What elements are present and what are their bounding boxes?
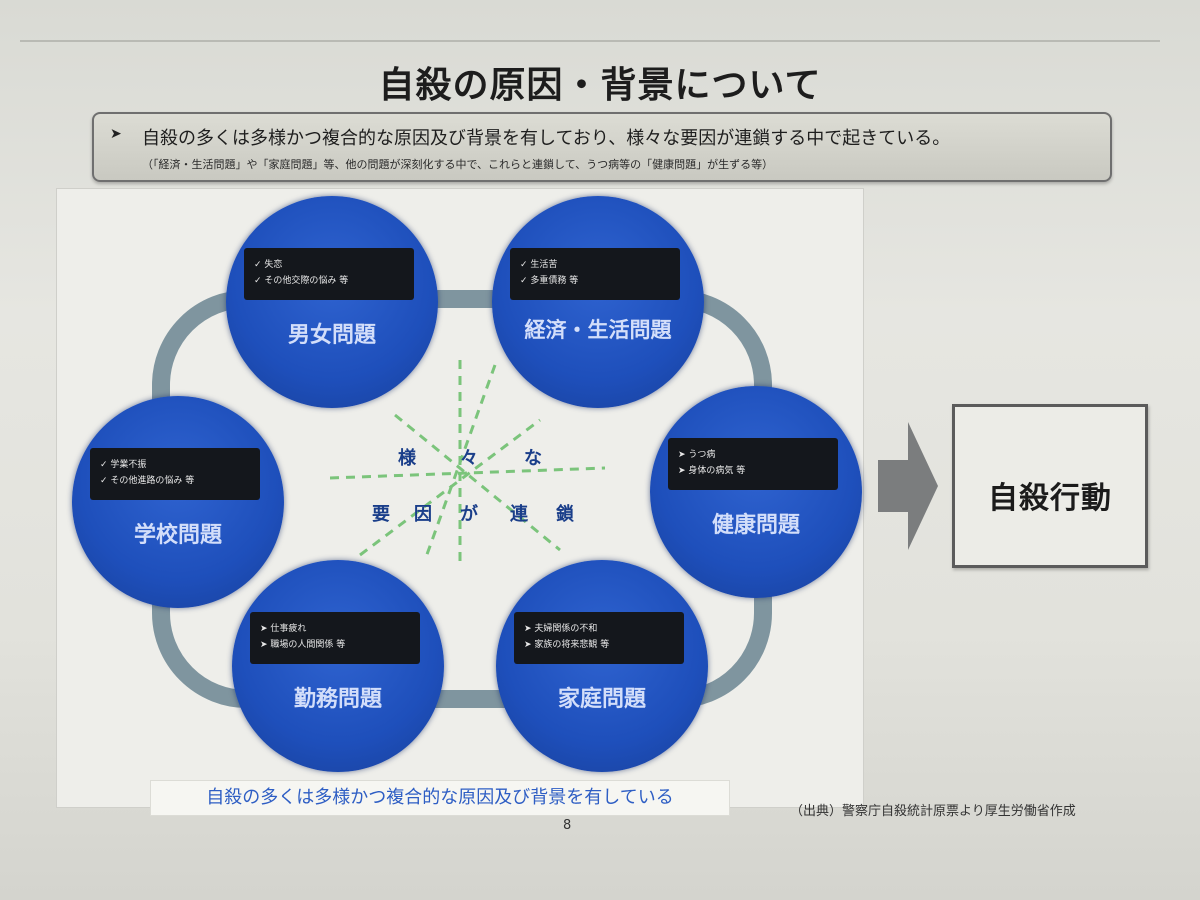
factor-example-item: ➤ 家族の将来悲観 等 [524,640,610,650]
result-box: 自殺行動 [952,404,1148,568]
summary-box: ➤ 自殺の多くは多様かつ複合的な原因及び背景を有しており、様々な要因が連鎖する中… [92,112,1112,182]
source-note: （出典）警察庁自殺統計原票より厚生労働省作成 [790,804,1076,819]
factor-label: 家庭問題 [557,687,646,712]
factor-example-item: ➤ 仕事疲れ [260,624,307,634]
hub-char: 々 [460,448,478,469]
factor-examples: ➤ 夫婦関係の不和 ➤ 家族の将来悲観 等 [514,612,684,664]
factor-example-item: ✓ 学業不振 [100,460,147,470]
summary-sub-text: （「経済・生活問題」や「家庭問題」等、他の問題が深刻化する中で、これらと連鎖して… [142,158,774,171]
bullet-arrow-icon: ➤ [110,126,122,142]
hub-char: 連 [510,504,528,525]
page-number: 8 [563,818,572,833]
hub-char: 様 [398,448,416,469]
factor-example-item: ➤ 夫婦関係の不和 [524,624,598,634]
hub-char: が [460,504,478,525]
factor-example-item: ➤ うつ病 [678,450,716,460]
hub-char: 要 [372,504,390,525]
factor-examples: ✓ 学業不振 ✓ その他進路の悩み 等 [90,448,260,500]
right-arrow-icon [878,422,938,550]
factor-circle-economy: ✓ 生活苦 ✓ 多重債務 等 経済・生活問題 [492,196,704,408]
hub-char: 因 [414,504,432,525]
factor-label: 健康問題 [711,513,800,538]
factor-example-item: ➤ 職場の人間関係 等 [260,640,346,650]
factor-example-item: ✓ その他進路の悩み 等 [100,476,195,486]
factor-examples: ✓ 失恋 ✓ その他交際の悩み 等 [244,248,414,300]
factor-label: 男女問題 [287,323,376,348]
factor-circle-health: ➤ うつ病 ➤ 身体の病気 等 健康問題 [650,386,862,598]
factor-circle-gender: ✓ 失恋 ✓ その他交際の悩み 等 男女問題 [226,196,438,408]
hub-char: 鎖 [556,504,574,525]
factor-example-item: ✓ その他交際の悩み 等 [254,276,349,286]
summary-main-text: 自殺の多くは多様かつ複合的な原因及び背景を有しており、様々な要因が連鎖する中で起… [142,128,951,149]
result-label: 自殺行動 [988,481,1112,516]
slide-title: 自殺の原因・背景について [378,65,822,106]
factor-examples: ➤ 仕事疲れ ➤ 職場の人間関係 等 [250,612,420,664]
factor-examples: ➤ うつ病 ➤ 身体の病気 等 [668,438,838,490]
factor-examples: ✓ 生活苦 ✓ 多重債務 等 [510,248,680,300]
factor-circle-work: ➤ 仕事疲れ ➤ 職場の人間関係 等 勤務問題 [232,560,444,772]
factor-circle-family: ➤ 夫婦関係の不和 ➤ 家族の将来悲観 等 家庭問題 [496,560,708,772]
factor-example-item: ➤ 身体の病気 等 [678,466,746,476]
diagram-caption: 自殺の多くは多様かつ複合的な原因及び背景を有している [150,780,730,816]
top-divider [20,40,1160,42]
factor-circle-school: ✓ 学業不振 ✓ その他進路の悩み 等 学校問題 [72,396,284,608]
hub-connector-lines [330,360,606,565]
factor-label: 学校問題 [133,523,222,548]
factor-example-item: ✓ 失恋 [254,260,283,270]
factor-example-item: ✓ 多重債務 等 [520,276,579,286]
factor-label: 勤務問題 [293,687,382,712]
hub-char: な [524,448,542,469]
factor-example-item: ✓ 生活苦 [520,260,558,270]
factor-label: 経済・生活問題 [524,318,672,342]
